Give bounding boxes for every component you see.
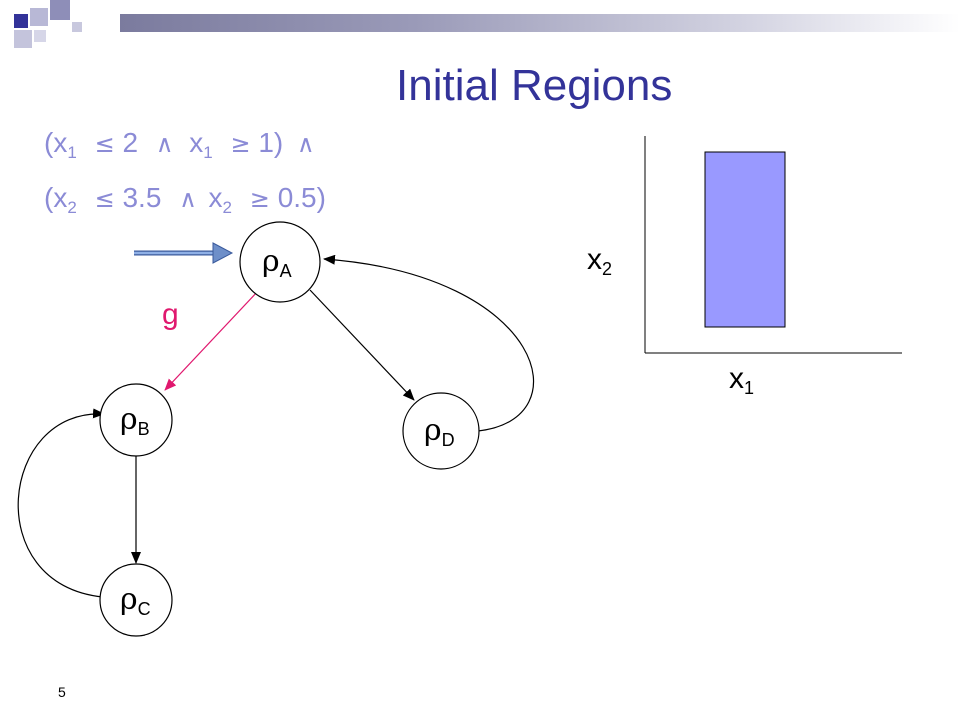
guard-label: g [162, 298, 179, 331]
c2-and: ∧ [179, 185, 197, 213]
c2-op-b: ≥ [249, 185, 270, 213]
c1-op-b: ≥ [230, 130, 251, 158]
constraint-line-1: (x1 ≤ 2 ∧ x1 ≥ 1) ∧ [44, 126, 315, 161]
c1-sub-b: 1 [203, 143, 213, 162]
header-square-mid [50, 0, 70, 20]
edge-a-to-d [309, 289, 415, 401]
node-d-subscript: D [441, 430, 455, 450]
slide-number: 5 [58, 684, 66, 700]
node-a [239, 221, 321, 303]
node-c-rho: ρ [120, 582, 138, 617]
header-square-pale [34, 30, 46, 42]
header-square-faint [72, 22, 82, 32]
c1-sub-a: 1 [67, 143, 77, 162]
initial-arrow [134, 242, 234, 264]
c2-open: (x [44, 182, 68, 213]
header-square-light [30, 8, 48, 26]
node-c-subscript: C [137, 599, 151, 619]
slide-title: Initial Regions [396, 61, 673, 110]
node-c [99, 563, 173, 637]
c2-var-b: x [208, 182, 223, 213]
initial-region [704, 151, 786, 328]
c2-sub-a: 2 [67, 198, 77, 217]
c1-tail-and: ∧ [297, 130, 315, 158]
c2-sub-b: 2 [222, 198, 233, 217]
plot-y-label: x2 [587, 243, 613, 279]
region-plot [644, 136, 902, 354]
c1-val-a: 2 [122, 127, 139, 158]
c2-op-a: ≤ [94, 185, 115, 213]
c1-op-a: ≤ [94, 130, 115, 158]
node-c-label: ρC [120, 582, 151, 618]
edge-d-to-a [323, 254, 535, 432]
c1-val-b: 1) [258, 127, 284, 158]
node-b-rho: ρ [120, 402, 138, 437]
edge-a-to-b [164, 290, 259, 391]
header-square-dark [14, 14, 28, 28]
node-a-rho: ρ [262, 244, 280, 279]
node-b-subscript: B [137, 419, 150, 439]
node-d-label: ρD [424, 413, 455, 449]
c2-val-a: 3.5 [122, 182, 162, 213]
node-b-label: ρB [120, 402, 150, 438]
plot-x-label: x1 [729, 362, 755, 398]
c1-var-b: x [189, 127, 204, 158]
header-gradient-bar [120, 14, 960, 32]
c1-and: ∧ [155, 130, 174, 158]
c2-val-b: 0.5) [277, 182, 326, 213]
c1-open: (x [44, 127, 68, 158]
node-a-subscript: A [279, 261, 292, 281]
edge-c-to-b [17, 408, 105, 598]
x-label-sub: 1 [744, 378, 755, 398]
node-a-label: ρA [262, 244, 292, 280]
y-label-base: x [587, 243, 602, 276]
header-square-soft [14, 30, 32, 48]
y-label-sub: 2 [602, 259, 613, 279]
node-d-rho: ρ [424, 413, 442, 448]
node-b [99, 383, 173, 457]
x-label-base: x [729, 362, 744, 395]
node-d [402, 392, 480, 470]
constraint-line-2: (x2 ≤ 3.5 ∧ x2 ≥ 0.5) [44, 181, 326, 216]
